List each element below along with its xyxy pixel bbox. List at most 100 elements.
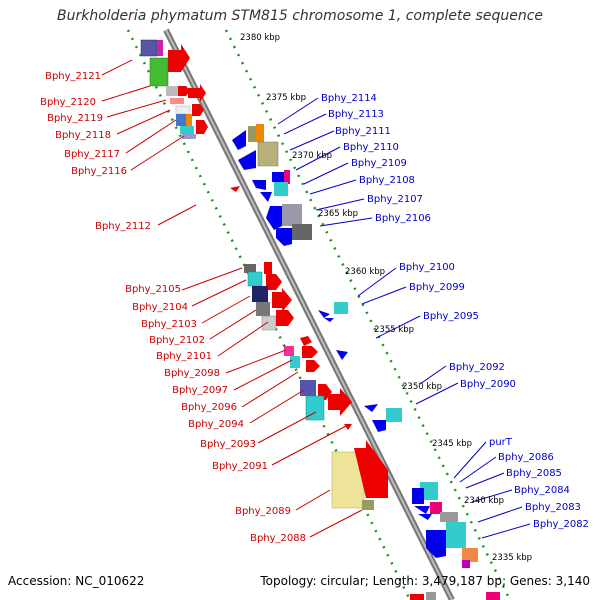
gene-label: Bphy_2119 — [47, 113, 103, 124]
gene-label: Bphy_2099 — [409, 282, 465, 293]
gene-block — [157, 40, 163, 56]
gene-label: Bphy_2088 — [250, 533, 306, 544]
gene-arrow — [318, 310, 330, 318]
gene-block — [182, 134, 196, 139]
tick-label: 2365 kbp — [318, 209, 358, 219]
gene-arrow — [266, 206, 282, 230]
left-leader-lines — [101, 59, 363, 538]
gene-arrow — [252, 180, 266, 190]
gene-block — [257, 141, 279, 167]
gene-block — [149, 57, 169, 87]
gene-label: Bphy_2103 — [141, 319, 197, 330]
gene-label: Bphy_2102 — [149, 335, 205, 346]
gene-block — [292, 224, 312, 240]
map-title: Burkholderia phymatum STM815 chromosome … — [56, 8, 543, 24]
gene-block — [256, 124, 264, 142]
gene-label: Bphy_2091 — [212, 461, 268, 472]
gene-label: Bphy_2101 — [156, 351, 212, 362]
gene-block — [175, 105, 191, 115]
genome-summary: Topology: circular; Length: 3,479,187 bp… — [260, 574, 590, 588]
gene-arrow — [272, 288, 292, 312]
gene-label: Bphy_2098 — [164, 368, 220, 379]
gene-arrow — [344, 424, 352, 430]
gene-label: Bphy_2106 — [375, 213, 431, 224]
gene-label: Bphy_2083 — [525, 502, 581, 513]
gene-arrow — [168, 44, 190, 72]
gene-label: Bphy_2120 — [40, 97, 96, 108]
gene-label: Bphy_2112 — [95, 221, 151, 232]
gene-arrow — [178, 86, 190, 96]
tick-label: 2340 kbp — [464, 496, 504, 506]
gene-arrow — [266, 274, 282, 290]
gene-label: Bphy_2097 — [172, 385, 228, 396]
gene-block — [446, 522, 466, 548]
gene-block — [420, 482, 438, 500]
tick-label: 2370 kbp — [292, 151, 332, 161]
gene-block — [256, 302, 270, 316]
gene-block — [186, 114, 192, 126]
gene-label: Bphy_2084 — [514, 485, 570, 496]
gene-block — [170, 98, 184, 104]
gene-label: Bphy_2110 — [343, 142, 399, 153]
gene-arrow — [188, 84, 206, 102]
gene-label: Bphy_2089 — [235, 506, 291, 517]
gene-arrow — [232, 130, 246, 150]
gene-block — [244, 264, 256, 273]
gene-arrow — [302, 346, 318, 358]
gene-block — [284, 346, 294, 356]
gene-arrow — [260, 192, 272, 202]
gene-label: Bphy_2093 — [200, 439, 256, 450]
gene-block — [334, 302, 348, 314]
gene-arrow — [306, 360, 320, 372]
gene-block — [248, 126, 256, 142]
gene-block — [462, 560, 470, 568]
gene-block — [412, 488, 424, 504]
gene-label: Bphy_2095 — [423, 311, 479, 322]
right-gene-labels: Bphy_2114Bphy_2113Bphy_2111Bphy_2110Bphy… — [321, 93, 589, 530]
tick-label: 2380 kbp — [240, 33, 280, 43]
gene-block — [290, 356, 300, 368]
gene-label: Bphy_2105 — [125, 284, 181, 295]
gene-label: Bphy_2096 — [181, 402, 237, 413]
gene-arrow — [276, 228, 292, 246]
gene-arrow — [230, 186, 240, 192]
reverse-genes — [232, 124, 500, 600]
gene-arrow — [324, 318, 334, 322]
gene-arrow — [354, 440, 388, 498]
gene-block — [180, 126, 194, 134]
gene-block — [176, 114, 186, 126]
gene-block — [440, 512, 458, 522]
gene-label: Bphy_2104 — [132, 302, 188, 313]
gene-block — [247, 271, 263, 287]
gene-arrow — [414, 506, 430, 514]
tick-label: 2350 kbp — [402, 382, 442, 392]
gene-label: Bphy_2085 — [506, 468, 562, 479]
gene-label: purT — [489, 437, 513, 448]
gene-label: Bphy_2116 — [71, 166, 127, 177]
gene-arrow — [196, 120, 208, 134]
gene-label: Bphy_2107 — [367, 194, 423, 205]
tick-label: 2355 kbp — [374, 325, 414, 335]
gene-block — [252, 286, 268, 302]
left-gene-labels: Bphy_2121Bphy_2120Bphy_2119Bphy_2118Bphy… — [40, 71, 306, 544]
gene-block — [430, 502, 442, 514]
gene-arrow — [328, 388, 352, 416]
gene-label: Bphy_2111 — [335, 126, 391, 137]
gene-block — [386, 408, 402, 422]
right-leader-lines — [277, 97, 531, 539]
gene-block — [264, 262, 272, 274]
gene-arrow — [372, 420, 386, 432]
forward-genes — [140, 39, 388, 510]
gene-label: Bphy_2094 — [188, 419, 244, 430]
gene-block — [462, 548, 478, 562]
gene-label: Bphy_2082 — [533, 519, 589, 530]
gene-label: Bphy_2100 — [399, 262, 455, 273]
gene-block — [284, 170, 290, 184]
gene-label: Bphy_2108 — [359, 175, 415, 186]
accession-label: Accession: NC_010622 — [8, 574, 145, 588]
bottom-partial-genes — [410, 592, 436, 600]
tick-label: 2375 kbp — [266, 93, 306, 103]
gene-label: Bphy_2118 — [55, 130, 111, 141]
gene-block — [282, 204, 302, 226]
